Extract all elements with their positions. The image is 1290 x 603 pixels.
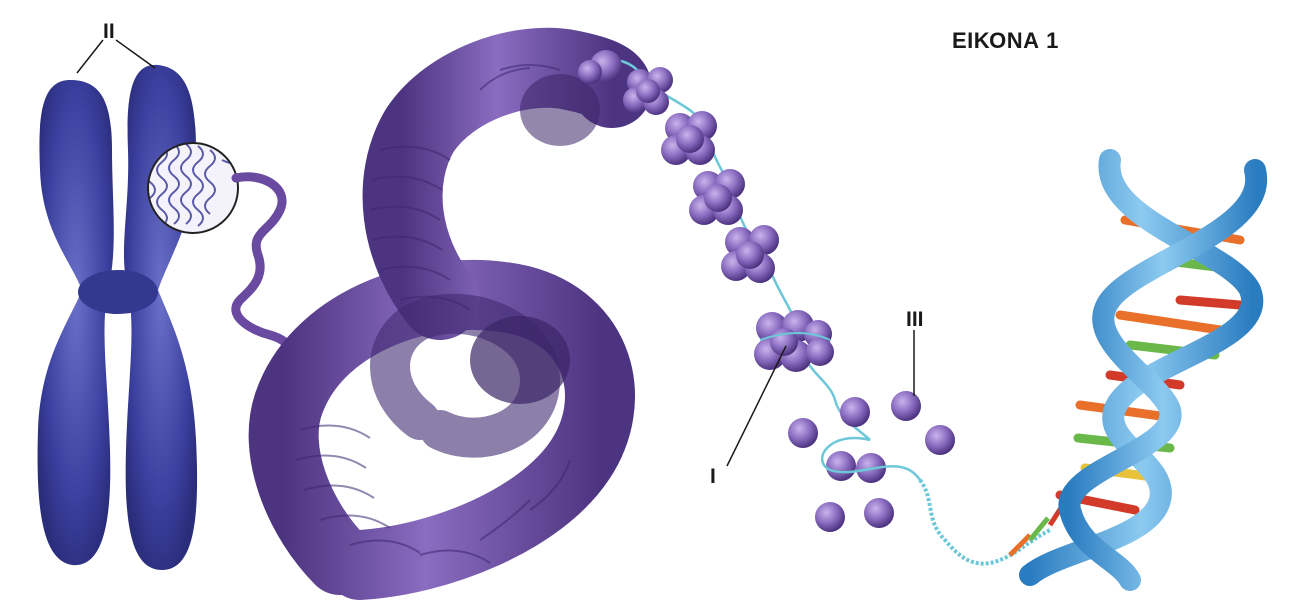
nucleosome (689, 169, 745, 225)
leader-i (727, 346, 786, 466)
label-ii: II (103, 21, 115, 42)
chromosome (38, 65, 198, 570)
leader-ii-right (116, 40, 155, 68)
chromatid-left (38, 80, 114, 565)
label-i: I (710, 466, 716, 487)
leader-ii-left (77, 40, 103, 73)
dna-double-helix (920, 160, 1256, 580)
nucleosome (661, 111, 717, 165)
nucleosome (721, 225, 779, 283)
chromatin-fiber (284, 65, 612, 565)
magnifier-lens (145, 143, 244, 233)
nucleosome (623, 67, 673, 115)
centromere (78, 270, 158, 314)
nucleosome-labeled (754, 310, 834, 372)
chromatid-right (124, 65, 197, 570)
figure-title: ΕΙΚΟΝΑ 1 (952, 30, 1059, 52)
label-iii: III (906, 309, 924, 330)
